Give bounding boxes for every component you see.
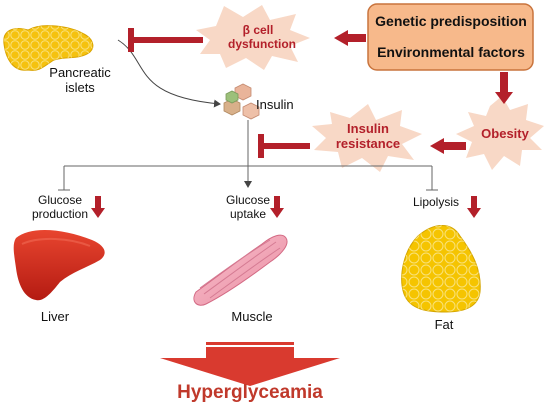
risk-factors-box [367, 3, 534, 71]
fat-label: Fat [434, 317, 454, 332]
inhibit-beta-to-pancreas [128, 28, 203, 52]
down-arrow-lipolysis [467, 196, 481, 218]
beta-cell-label: β cell dysfunction [228, 23, 296, 51]
glucose-production-label: Glucose production [31, 193, 89, 221]
insulin-branch-lines [58, 120, 438, 191]
obesity-label: Obesity [481, 126, 529, 141]
muscle-icon [193, 234, 288, 306]
fat-icon [401, 225, 481, 313]
arrow-box-to-obesity [495, 72, 513, 104]
insulin-label: Insulin [256, 97, 294, 112]
environmental-label: Environmental factors [377, 44, 525, 60]
inhibit-resistance-to-insulin [258, 134, 310, 158]
insulin-resistance-label: Insulin resistance [335, 121, 401, 151]
hyperglycaemia-arrow [160, 342, 340, 386]
arrow-box-to-beta [334, 30, 366, 46]
genetic-label: Genetic predisposition [375, 13, 527, 29]
beta-cell-starburst [196, 5, 310, 70]
pancreatic-islets-label: Pancreatic islets [49, 65, 111, 95]
liver-label: Liver [40, 309, 70, 324]
pancreas-to-insulin-arrow [117, 39, 221, 108]
insulin-hexagon-icon [223, 83, 260, 120]
hyperglycaemia-label: Hyperglyceamia [177, 382, 323, 403]
glucose-uptake-label: Glucose uptake [225, 193, 271, 221]
obesity-starburst [456, 96, 544, 170]
muscle-label: Muscle [231, 309, 273, 324]
insulin-resistance-starburst [312, 104, 422, 172]
down-arrow-glucose-production [91, 196, 105, 218]
down-arrow-glucose-uptake [270, 196, 284, 218]
arrow-obesity-to-resistance [430, 138, 466, 154]
pancreas-icon [3, 25, 94, 71]
liver-icon [13, 229, 105, 301]
lipolysis-label: Lipolysis [412, 195, 460, 209]
